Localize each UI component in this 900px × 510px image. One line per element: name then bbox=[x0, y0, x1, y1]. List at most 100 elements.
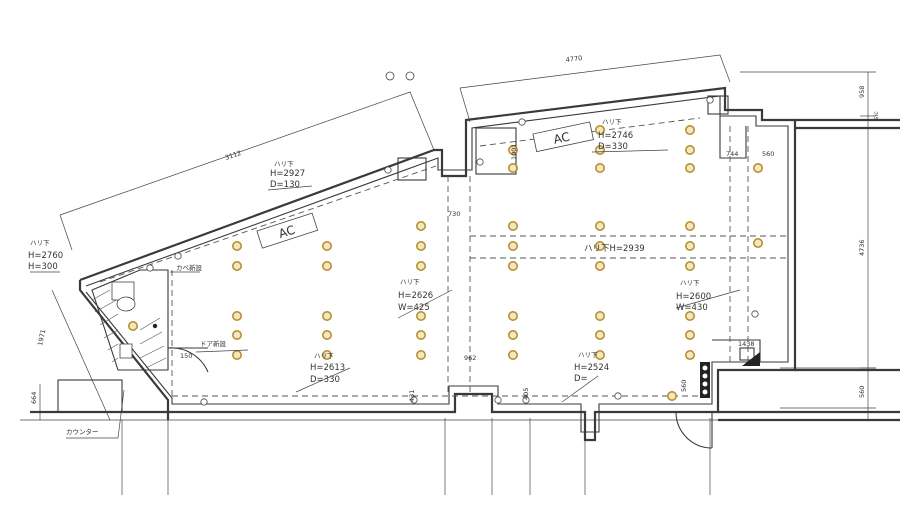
outlet-icon bbox=[174, 252, 182, 260]
beam1-height: H=2927 bbox=[270, 169, 305, 179]
entry-door-swing bbox=[675, 411, 713, 449]
downlight-icon bbox=[128, 320, 139, 331]
downlight-icon bbox=[666, 390, 677, 401]
beam-lines bbox=[99, 117, 788, 397]
downlight-icon bbox=[684, 163, 695, 174]
downlight-icon bbox=[232, 241, 243, 252]
drain-icon bbox=[152, 323, 158, 329]
beam6-title: ハリ下 bbox=[314, 352, 334, 360]
downlight-icon bbox=[321, 260, 332, 271]
outlet-icon bbox=[385, 71, 395, 81]
dimension-lines bbox=[20, 54, 900, 495]
downlight-icon bbox=[232, 310, 243, 321]
beam2-height: H=2746 bbox=[598, 131, 633, 141]
downlight-icon bbox=[594, 260, 605, 271]
walls bbox=[30, 86, 900, 442]
downlight-icon bbox=[507, 260, 518, 271]
outlet-icon bbox=[146, 264, 154, 272]
downlight-icon bbox=[594, 329, 605, 340]
beam3-title: ハリ下 bbox=[30, 239, 50, 247]
small-note: 150 bbox=[180, 352, 192, 360]
beam5-height: H=2600 bbox=[676, 292, 711, 302]
dim-left-bottom: 664 bbox=[30, 392, 38, 404]
outlet-icon bbox=[405, 71, 415, 81]
door-note: ドア新設 bbox=[200, 339, 227, 348]
beam1-title: ハリ下 bbox=[274, 160, 294, 168]
beam2-title: ハリ下 bbox=[602, 118, 622, 126]
beam4-title: ハリ下 bbox=[400, 278, 420, 286]
downlight-icon bbox=[507, 241, 518, 252]
downlight-icon bbox=[232, 349, 243, 360]
ac-unit-left: AC bbox=[256, 212, 319, 249]
downlights bbox=[128, 125, 763, 401]
wc-area bbox=[91, 269, 713, 449]
downlight-icon bbox=[415, 221, 426, 232]
outlet-icon bbox=[384, 166, 392, 174]
ac-label-right: AC bbox=[552, 130, 571, 147]
downlight-icon bbox=[594, 349, 605, 360]
beam7-height: H=2524 bbox=[574, 363, 609, 373]
dim-col-width: 730 bbox=[448, 210, 460, 218]
outlet-icon bbox=[751, 310, 759, 318]
ac-unit-right: AC bbox=[532, 121, 594, 153]
downlight-icon bbox=[684, 310, 695, 321]
beam3-depth: H=300 bbox=[28, 262, 58, 272]
beam2-depth: D=330 bbox=[598, 142, 628, 152]
dim-bottom-right-a: 405 bbox=[522, 388, 530, 400]
beam4-width: W=425 bbox=[398, 303, 430, 313]
outlet-icon bbox=[410, 396, 418, 404]
downlight-icon bbox=[321, 310, 332, 321]
dim-mid-small: 1438 bbox=[738, 340, 755, 348]
cabinet-icon bbox=[119, 343, 133, 359]
panel-marker-icon bbox=[742, 352, 760, 366]
beam6-depth: D=330 bbox=[310, 375, 340, 385]
outlet-icon bbox=[706, 96, 714, 104]
dim-bottom-right-b: 560 bbox=[680, 380, 688, 392]
downlight-icon bbox=[594, 221, 605, 232]
beam5-width: W=430 bbox=[676, 303, 708, 313]
leader-lines bbox=[30, 149, 741, 439]
dim-left-vert: 1971 bbox=[36, 329, 47, 347]
downlight-icon bbox=[321, 349, 332, 360]
beam5-title: ハリ下 bbox=[680, 279, 700, 287]
counter-label: カウンター bbox=[66, 427, 99, 436]
downlight-icon bbox=[684, 221, 695, 232]
outlet-icon bbox=[200, 398, 208, 406]
side-note: sic bbox=[872, 111, 880, 120]
downlight-icon bbox=[415, 241, 426, 252]
downlight-icon bbox=[752, 163, 763, 174]
downlight-icon bbox=[415, 260, 426, 271]
downlight-icon bbox=[415, 349, 426, 360]
ac-label-left: AC bbox=[277, 223, 297, 241]
beam1-depth: D=130 bbox=[270, 180, 300, 190]
downlight-icon bbox=[415, 310, 426, 321]
downlight-icon bbox=[507, 163, 518, 174]
downlight-icon bbox=[507, 329, 518, 340]
ac-units: AC AC bbox=[256, 121, 594, 249]
downlight-icon bbox=[684, 241, 695, 252]
outlet-icon bbox=[518, 118, 526, 126]
downlight-icon bbox=[594, 163, 605, 174]
dim-top-right-a: 744 bbox=[726, 150, 738, 158]
dim-right-bottom: 560 bbox=[858, 386, 866, 398]
downlight-icon bbox=[684, 329, 695, 340]
downlight-icon bbox=[321, 241, 332, 252]
downlight-icon bbox=[507, 349, 518, 360]
downlight-icon bbox=[752, 238, 763, 249]
downlight-icon bbox=[594, 241, 605, 252]
dim-top-small: 1001 bbox=[510, 143, 518, 160]
downlight-icon bbox=[684, 145, 695, 156]
dimension-labels: 3112 4770 958 4736 560 1971 664 962 431 … bbox=[30, 54, 880, 404]
dim-right-diag: 4770 bbox=[565, 54, 582, 64]
downlight-icon bbox=[684, 349, 695, 360]
downlight-icon bbox=[415, 329, 426, 340]
downlight-icon bbox=[232, 329, 243, 340]
downlight-icon bbox=[321, 329, 332, 340]
downlight-icon bbox=[594, 310, 605, 321]
beam7-title: ハリ下 bbox=[578, 351, 598, 359]
downlight-icon bbox=[507, 221, 518, 232]
beam3-height: H=2760 bbox=[28, 251, 63, 261]
dim-top-right-b: 560 bbox=[762, 150, 774, 158]
outlet-icon bbox=[522, 396, 530, 404]
